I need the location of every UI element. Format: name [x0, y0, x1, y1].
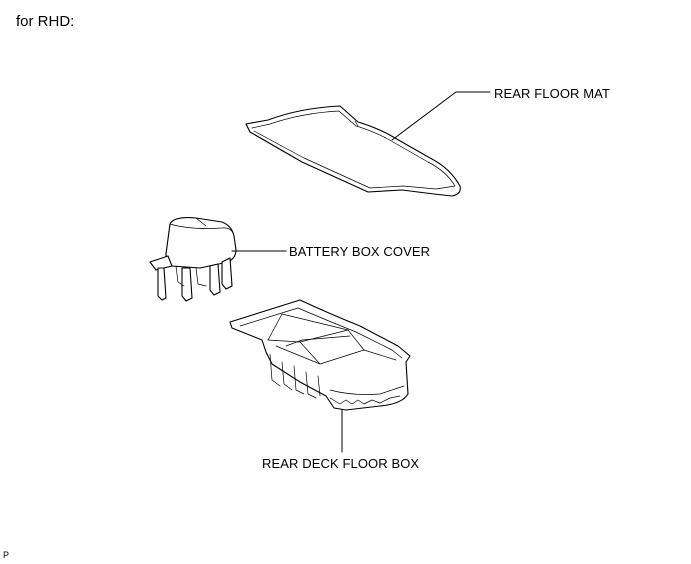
diagram-heading: for RHD: — [16, 13, 75, 30]
rear-deck-floor-box-label: REAR DECK FLOOR BOX — [262, 456, 420, 471]
figure-code: P — [3, 550, 10, 560]
battery-box-cover-drawing — [149, 217, 237, 302]
rear-deck-floor-box-drawing — [229, 299, 411, 411]
rear-floor-mat-leader — [391, 91, 491, 141]
rear-floor-mat-label: REAR FLOOR MAT — [494, 86, 611, 101]
rear-floor-mat-drawing — [245, 105, 461, 197]
battery-box-cover-label: BATTERY BOX COVER — [289, 244, 431, 259]
